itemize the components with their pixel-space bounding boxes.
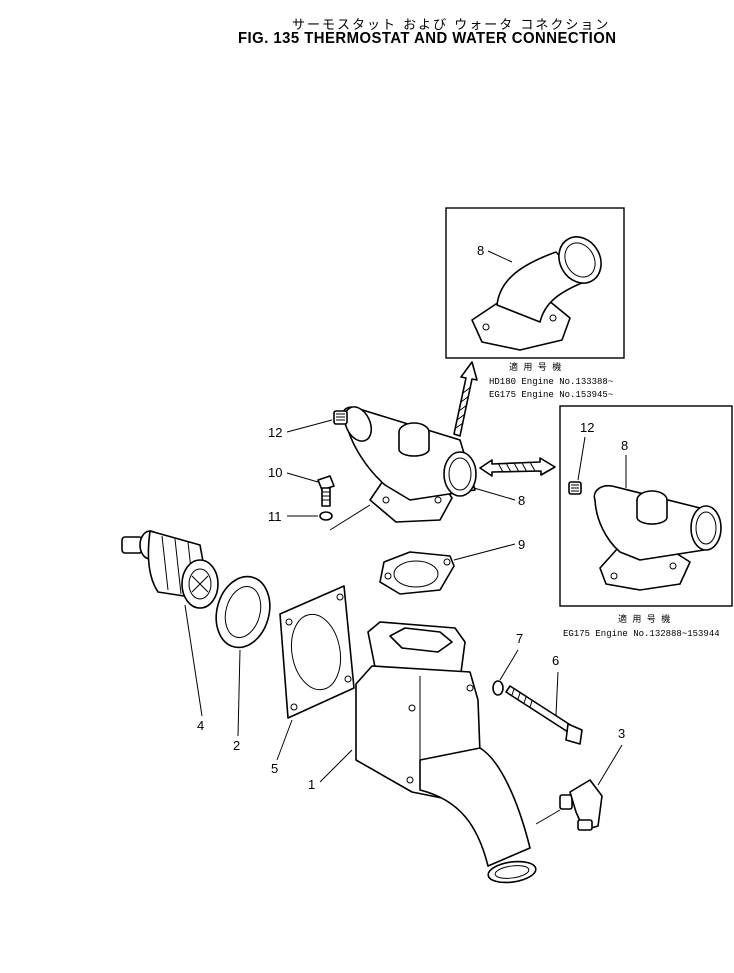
inset-right-frame <box>559 405 733 607</box>
callout-8-main: 8 <box>518 493 525 508</box>
inset-right: 12 8 <box>559 405 733 607</box>
callout-9: 9 <box>518 537 525 552</box>
part-12-plug <box>333 410 348 425</box>
inset-top: 8 <box>445 207 625 359</box>
part-12-plug-right-inset <box>568 481 582 495</box>
part-8-elbow-top-inset <box>471 236 602 351</box>
part-9-gasket <box>379 551 455 595</box>
part-5-gasket <box>279 585 355 719</box>
part-8-housing-main <box>342 406 477 523</box>
callout-2: 2 <box>233 738 240 753</box>
title-japanese: サーモスタット および ウォータ コネクション <box>292 18 611 33</box>
callout-8-top: 8 <box>477 243 484 258</box>
arrow-to-top-inset <box>453 361 478 437</box>
callout-4: 4 <box>197 718 204 733</box>
callout-12-main: 12 <box>268 425 282 440</box>
inset-top-line1: HD180 Engine No.133388~ <box>489 377 613 387</box>
callout-5: 5 <box>271 761 278 776</box>
inset-top-line2: EG175 Engine No.153945~ <box>489 390 613 400</box>
inset-right-label-jp: 適 用 号 機 <box>618 613 670 625</box>
callout-6: 6 <box>552 653 559 668</box>
part-2-seal <box>215 575 271 649</box>
part-10-bolt <box>317 475 335 507</box>
inset-top-frame <box>445 207 625 359</box>
callout-7: 7 <box>516 631 523 646</box>
part-7-washer <box>492 680 504 696</box>
callout-8-right: 8 <box>621 438 628 453</box>
callout-12-right: 12 <box>580 420 594 435</box>
part-6-bolt <box>505 685 583 745</box>
part-11-washer <box>319 511 333 521</box>
part-8-housing-right-inset <box>593 484 722 591</box>
callout-11: 11 <box>268 509 282 524</box>
callout-10: 10 <box>268 465 282 480</box>
part-3-elbow-fitting <box>559 779 603 831</box>
inset-right-line1: EG175 Engine No.132888~153944 <box>563 629 720 639</box>
part-1-water-connection <box>355 621 537 884</box>
title-english: FIG. 135 THERMOSTAT AND WATER CONNECTION <box>238 30 617 47</box>
part-4-thermostat <box>121 530 219 609</box>
callout-3: 3 <box>618 726 625 741</box>
arrow-to-right-inset <box>479 457 556 477</box>
callout-1: 1 <box>308 777 315 792</box>
inset-top-label-jp: 適 用 号 機 <box>509 361 561 373</box>
